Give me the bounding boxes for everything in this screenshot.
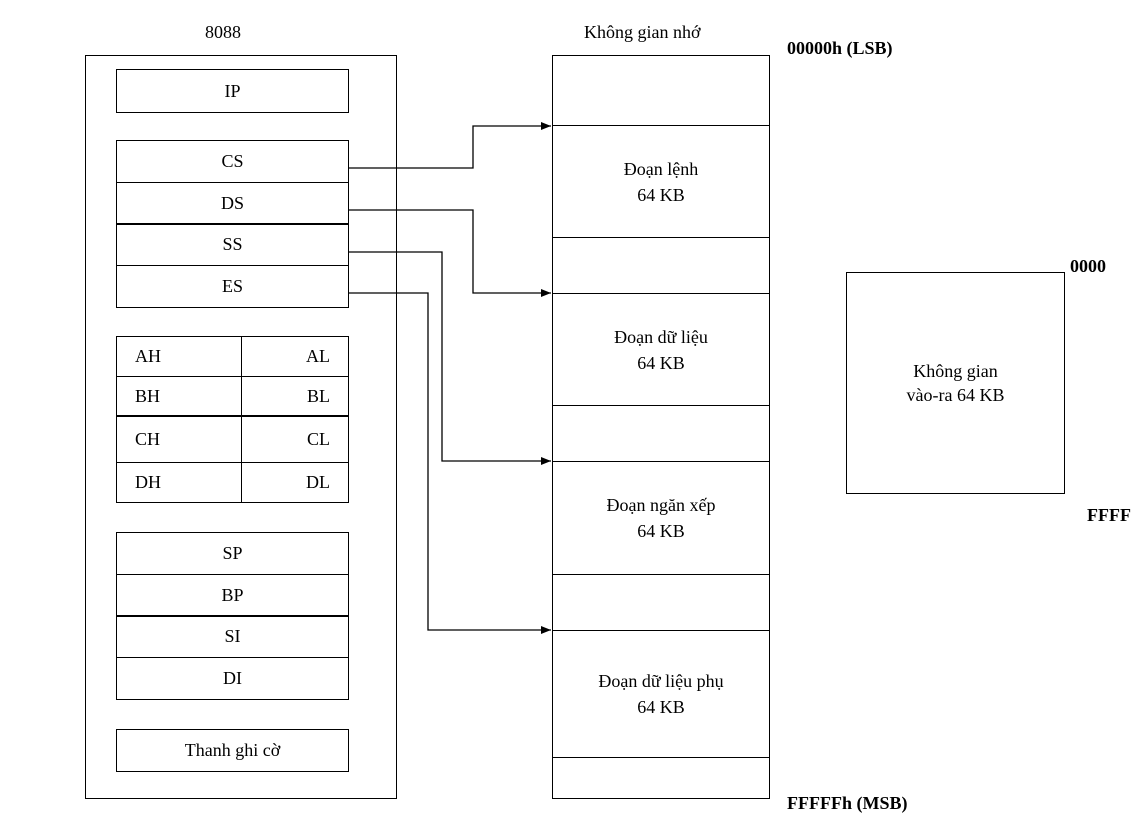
register-ip: IP bbox=[116, 69, 349, 113]
register-dl: DL bbox=[240, 461, 349, 503]
register-al: AL bbox=[240, 336, 349, 377]
segment-size: 64 KB bbox=[637, 697, 685, 717]
io-space-line1: Không gian bbox=[913, 361, 998, 381]
segment-name: Đoạn lệnh bbox=[623, 159, 699, 179]
register-cs: CS bbox=[116, 140, 349, 183]
register-ds: DS bbox=[116, 181, 349, 225]
register-cl: CL bbox=[240, 415, 349, 463]
memory-start-address: 00000h (LSB) bbox=[787, 38, 893, 58]
register-sp: SP bbox=[116, 532, 349, 575]
memory-end-address: FFFFFh (MSB) bbox=[787, 793, 908, 813]
segment-size: 64 KB bbox=[637, 185, 685, 205]
segment-name: Đoạn dữ liệu phụ bbox=[598, 671, 724, 691]
segment-size: 64 KB bbox=[637, 353, 685, 373]
register-ah: AH bbox=[116, 336, 242, 377]
segment-name: Đoạn ngăn xếp bbox=[606, 495, 716, 515]
memory-divider bbox=[553, 630, 769, 631]
register-bh: BH bbox=[116, 375, 242, 417]
register-dh: DH bbox=[116, 461, 242, 503]
memory-divider bbox=[553, 574, 769, 575]
io-start-address: 0000 bbox=[1070, 256, 1106, 276]
io-space-line2: vào-ra 64 KB bbox=[906, 385, 1005, 405]
memory-divider bbox=[553, 293, 769, 294]
memory-divider bbox=[553, 461, 769, 462]
register-bp: BP bbox=[116, 573, 349, 617]
memory-divider bbox=[553, 405, 769, 406]
memory-segment-extra: Đoạn dữ liệu phụ 64 KB bbox=[553, 631, 769, 757]
io-space-box: Không gian vào-ra 64 KB bbox=[846, 272, 1065, 494]
memory-divider bbox=[553, 125, 769, 126]
memory-title: Không gian nhớ bbox=[584, 22, 701, 42]
register-bl: BL bbox=[240, 375, 349, 417]
memory-segment-data: Đoạn dữ liệu 64 KB bbox=[553, 294, 769, 406]
segment-name: Đoạn dữ liệu bbox=[614, 327, 708, 347]
register-si: SI bbox=[116, 615, 349, 658]
memory-divider bbox=[553, 757, 769, 758]
register-ch: CH bbox=[116, 415, 242, 463]
memory-segment-stack: Đoạn ngăn xếp 64 KB bbox=[553, 462, 769, 574]
memory-segment-code: Đoạn lệnh 64 KB bbox=[553, 126, 769, 238]
io-end-address: FFFF bbox=[1087, 505, 1131, 525]
memory-box: Đoạn lệnh 64 KB Đoạn dữ liệu 64 KB Đoạn … bbox=[552, 55, 770, 799]
register-es: ES bbox=[116, 264, 349, 308]
register-flags: Thanh ghi cờ bbox=[116, 729, 349, 772]
cpu-title: 8088 bbox=[205, 22, 241, 42]
memory-divider bbox=[553, 237, 769, 238]
register-di: DI bbox=[116, 656, 349, 700]
register-ss: SS bbox=[116, 223, 349, 266]
segment-size: 64 KB bbox=[637, 521, 685, 541]
